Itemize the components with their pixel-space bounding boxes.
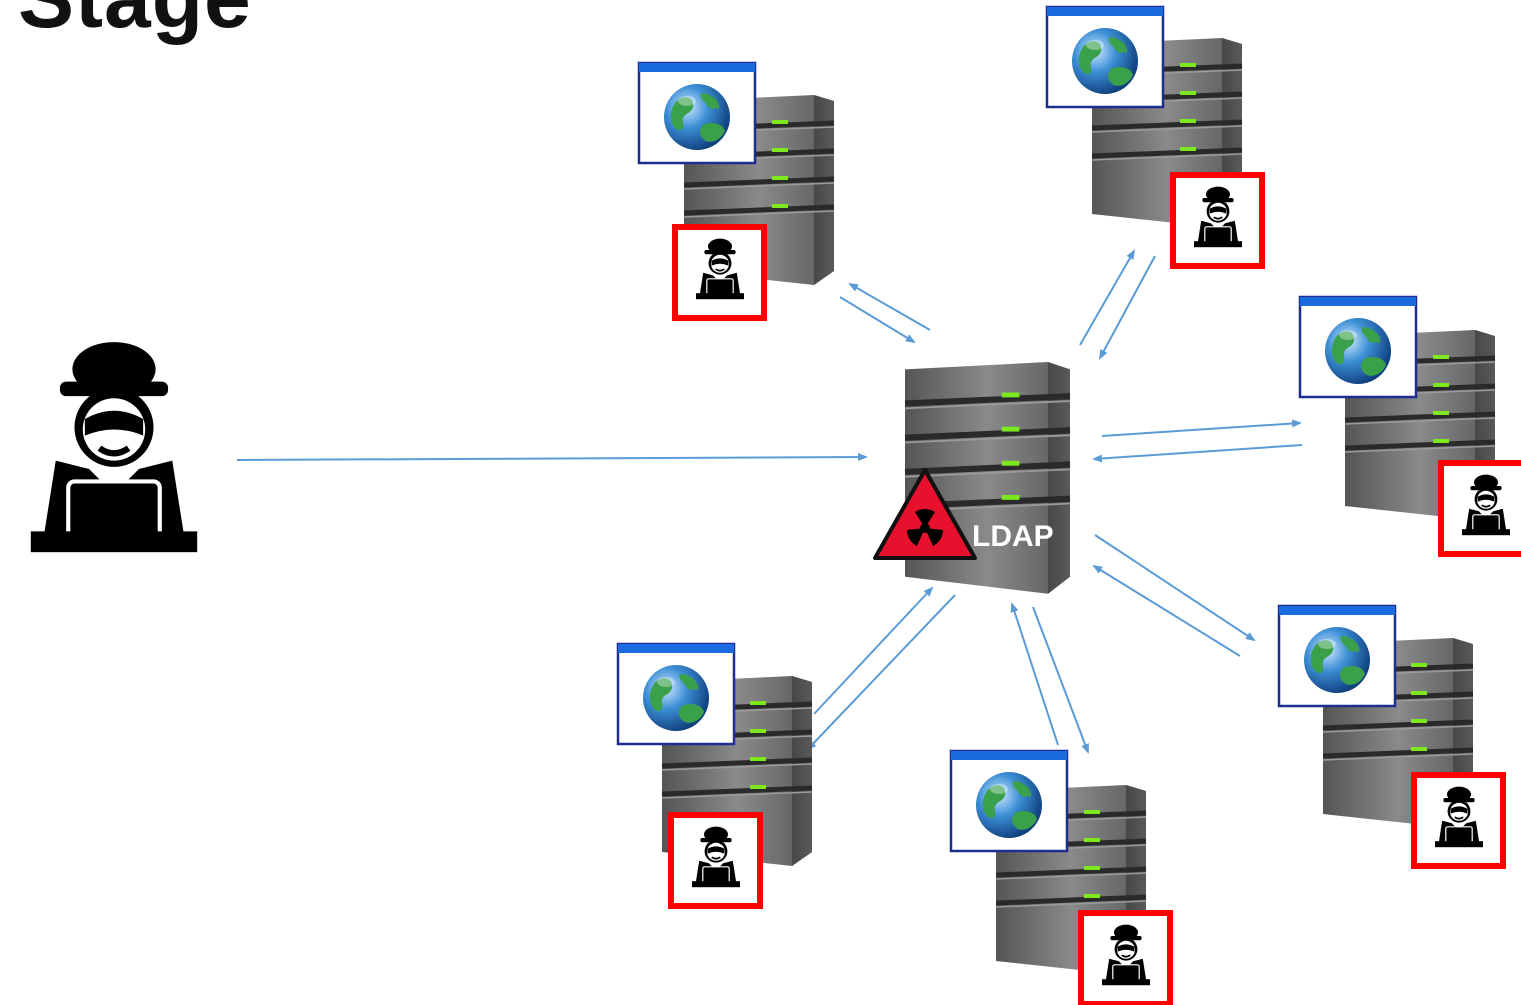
web-server-4 bbox=[1277, 604, 1503, 866]
ldap-label: LDAP bbox=[972, 520, 1054, 553]
ldap-to-server-4-arrow bbox=[1094, 534, 1256, 642]
web-server-5 bbox=[949, 749, 1170, 1004]
server-2-to-ldap-arrow bbox=[1099, 255, 1156, 360]
web-server-3 bbox=[1298, 295, 1521, 554]
server-3-to-ldap-arrow bbox=[1092, 444, 1303, 463]
server-1-to-ldap-arrow bbox=[839, 296, 916, 344]
browser-window-icon bbox=[949, 749, 1069, 853]
browser-window-icon bbox=[1298, 295, 1418, 399]
page-title: Stage bbox=[18, 0, 252, 40]
web-server-6 bbox=[616, 642, 812, 906]
radiation-warning-icon bbox=[873, 468, 977, 560]
ldap-to-server-6-arrow bbox=[806, 594, 956, 751]
hacker-badge-icon bbox=[1173, 175, 1262, 266]
hacker-badge-icon bbox=[675, 227, 764, 318]
server-6-to-ldap-arrow bbox=[813, 586, 934, 715]
server-5-to-ldap-arrow bbox=[1010, 602, 1059, 746]
connection-arrows bbox=[236, 249, 1303, 754]
browser-window-icon bbox=[1045, 5, 1165, 109]
attacker-icon bbox=[31, 342, 197, 552]
ldap-server: LDAP bbox=[873, 362, 1070, 594]
ldap-to-server-3-arrow bbox=[1101, 419, 1302, 437]
hacker-badge-icon bbox=[1441, 463, 1521, 554]
browser-window-icon bbox=[616, 642, 736, 746]
web-server-2 bbox=[1045, 5, 1262, 266]
web-server-1 bbox=[637, 61, 834, 318]
attacker-to-ldap-arrow bbox=[236, 453, 868, 462]
hacker-badge-icon bbox=[1414, 775, 1503, 866]
browser-window-icon bbox=[637, 61, 757, 165]
browser-window-icon bbox=[1277, 604, 1397, 708]
ldap-to-server-5-arrow bbox=[1032, 606, 1089, 754]
ldap-to-server-2-arrow bbox=[1079, 249, 1135, 346]
server-4-to-ldap-arrow bbox=[1092, 564, 1241, 657]
ldap-to-server-1-arrow bbox=[848, 283, 931, 331]
hacker-badge-icon bbox=[1081, 913, 1170, 1004]
hacker-badge-icon bbox=[671, 815, 760, 906]
